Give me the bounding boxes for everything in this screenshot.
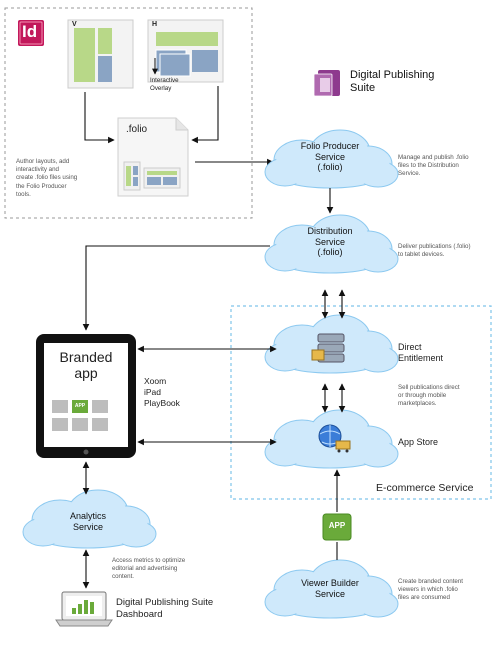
sell-description: Sell publications direct or through mobi…: [398, 384, 460, 408]
server-icon: [311, 333, 345, 363]
app-store-label: App Store: [398, 437, 439, 447]
folio-label: .folio: [126, 124, 148, 135]
ecommerce-title: E-commerce Service: [376, 482, 474, 494]
folio-file-icon: [117, 117, 189, 197]
ecommerce-box: [230, 305, 492, 500]
viewer-builder-label: Viewer Builder Service: [301, 578, 359, 599]
indesign-logo: [18, 20, 44, 46]
analytics-label: Analytics Service: [69, 511, 106, 532]
folio-producer-description: Manage and publish .folio files to the D…: [398, 154, 469, 178]
branded-app-title: Branded app: [59, 349, 113, 381]
dashboard-label: Digital Publishing Suite Dashboard: [116, 597, 214, 620]
device-list: Xoom iPad PlayBook: [144, 376, 180, 408]
distribution-description: Deliver publications (.folio) to tablet …: [398, 243, 471, 259]
distribution-label: Distribution Service (.folio): [307, 226, 353, 257]
horizontal-label: H: [152, 21, 158, 28]
indesign-logo-text: Id: [22, 22, 38, 41]
analytics-description: Access metrics to optimize editorial and…: [112, 557, 186, 581]
authoring-description: Author layouts, add interactivity and cr…: [16, 158, 78, 198]
viewer-builder-description: Create branded content viewers in which …: [398, 578, 464, 602]
folio-producer-label: Folio Producer Service (.folio): [300, 141, 360, 172]
vertical-layout-thumbnail: [67, 19, 134, 89]
viewer-builder-app-badge: [322, 513, 352, 541]
horizontal-layout-thumbnail: [147, 19, 224, 83]
dps-title: Digital Publishing Suite: [350, 69, 435, 94]
branded-app-badge: APP: [74, 403, 86, 409]
vertical-label: V: [72, 21, 77, 28]
dps-logo: [313, 70, 340, 97]
interactive-overlay-label: Interactive Overlay: [150, 77, 179, 93]
direct-entitlement-label: Direct Entitlement: [398, 342, 444, 363]
viewer-builder-badge-text: APP: [328, 521, 346, 530]
branded-app-tablet: [36, 334, 136, 458]
globe-cart-icon: [318, 424, 351, 453]
dashboard-laptop-icon: [55, 591, 113, 627]
